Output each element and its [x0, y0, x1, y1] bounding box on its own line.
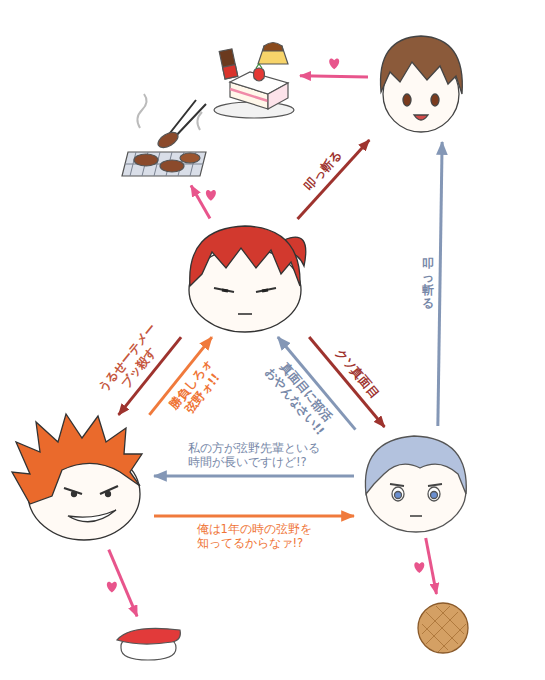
relation-arrow	[438, 142, 442, 426]
heart-symbol	[206, 190, 216, 201]
bread-illustration	[418, 603, 468, 653]
sushi-illustration	[117, 628, 180, 660]
edge-label: 俺は1年の時の弦野を 知ってるからなァ!?	[195, 522, 314, 551]
food-illustration	[115, 620, 181, 664]
relation-arrow	[300, 76, 368, 77]
edge-label: うるせーテメー ブッ殺す	[94, 319, 173, 406]
orange-hair-face	[12, 414, 142, 540]
yakiniku-illustration	[122, 94, 206, 176]
relation-arrow	[154, 515, 354, 518]
edge-label: 真面目に部活 おやんなさい!!	[261, 354, 340, 440]
sweets-illustration	[214, 43, 294, 119]
edge-label: 勝負しろォ 弦野ォ!!	[165, 355, 228, 424]
relation-arrow	[426, 538, 437, 594]
brown-hair-face	[381, 36, 463, 132]
edge-label: 私の方が弦野先輩といる 時間が長いですけど!?	[186, 441, 322, 470]
blue-hair-face	[365, 436, 466, 532]
food-illustration	[120, 98, 210, 182]
character-face	[10, 418, 150, 546]
food-illustration	[412, 598, 474, 658]
edge-label: 叩っ斬る	[422, 255, 434, 312]
heart-symbol	[414, 562, 424, 573]
character-face	[180, 222, 308, 334]
heart-symbol	[107, 582, 117, 593]
edge-label: クソ真面目	[331, 344, 384, 403]
relation-arrow	[298, 140, 370, 219]
edge-label: 叩っ斬る	[300, 146, 346, 195]
heart-symbol	[329, 59, 339, 70]
relation-arrow	[154, 475, 354, 478]
food-illustration	[212, 40, 296, 120]
red-hair-face	[189, 226, 306, 332]
character-face	[358, 430, 472, 534]
character-face	[372, 28, 470, 138]
